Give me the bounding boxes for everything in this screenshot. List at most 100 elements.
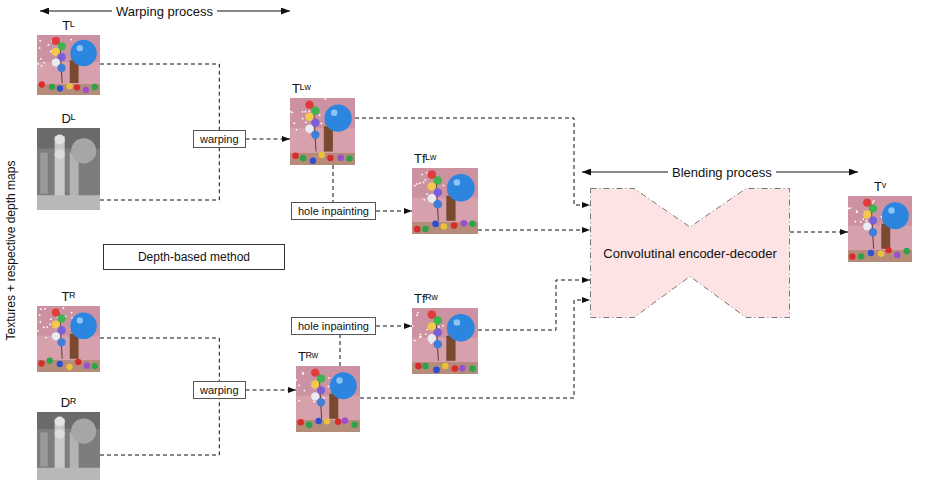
floor-ball — [451, 222, 458, 229]
floor-ball — [310, 158, 317, 165]
encoder-text: Convolutinal encoder-decoder — [603, 246, 776, 261]
floor-ball — [327, 155, 334, 162]
sparkle-dot — [848, 208, 850, 210]
depth-column — [40, 153, 48, 194]
floor-ball — [92, 363, 98, 369]
balloon-highlight — [336, 377, 342, 383]
depth-ground — [37, 128, 100, 210]
floor-ball — [306, 422, 312, 428]
image-label: Tᴿ — [37, 290, 100, 304]
depth-column — [40, 432, 48, 466]
floor-ball — [57, 361, 63, 367]
texture-ground — [296, 366, 360, 432]
sparkle-dot — [421, 174, 423, 176]
balloon — [52, 320, 60, 328]
texture-picture — [290, 98, 355, 165]
sparkle-dot — [416, 314, 418, 316]
box-text: warping — [200, 132, 239, 146]
dashed-connector — [333, 165, 334, 202]
image-panel: Tfᴸʷ — [412, 168, 478, 234]
process-box: warping — [193, 130, 246, 148]
sparkle-dot — [298, 385, 300, 387]
big-blue-balloon — [324, 104, 351, 131]
sparkle-dot — [419, 333, 421, 335]
box-text: hole inpainting — [298, 319, 369, 333]
sparkle-dot — [328, 377, 330, 379]
floor-ball — [315, 418, 321, 424]
sparkle-dot — [420, 336, 422, 338]
floor-ball — [92, 84, 98, 90]
dashed-connector — [790, 232, 848, 233]
floor-ball — [894, 252, 900, 258]
floor-ball — [885, 247, 891, 253]
sparkle-dot — [40, 58, 42, 60]
figure-body — [70, 334, 79, 359]
floor-ball — [461, 220, 468, 227]
floor-ball — [83, 87, 89, 93]
texture-picture — [37, 35, 100, 95]
sparkle-dot — [40, 308, 42, 310]
texture-ground — [37, 35, 100, 95]
big-blue-balloon — [447, 174, 475, 202]
texture-picture — [848, 196, 912, 262]
sparkle-dot — [293, 122, 295, 124]
floor-ball — [422, 226, 429, 233]
image-label: Dᴸ — [37, 112, 100, 126]
sparkle-dot — [48, 44, 50, 46]
floor-ball — [849, 253, 855, 259]
sparkle-dot — [304, 111, 306, 113]
balloon-highlight — [454, 319, 461, 326]
floor-ball — [433, 367, 440, 374]
sparkle-dot — [291, 112, 293, 114]
floor-ball — [415, 363, 422, 370]
texture-floor — [412, 222, 478, 234]
sparkle-dot — [414, 340, 416, 342]
floor-ball — [324, 418, 330, 424]
bowtie-shape — [591, 189, 790, 318]
dashed-connector — [100, 148, 219, 200]
image-label: Tᴸʷ — [292, 82, 311, 96]
sparkle-dot — [39, 47, 41, 49]
encoder-decoder-shape: Convolutinal encoder-decoder — [590, 188, 790, 318]
balloon — [317, 398, 325, 406]
image-panel: Tᴸʷ — [290, 98, 355, 165]
floor-ball — [335, 419, 341, 425]
image-label: Tᴸ — [37, 19, 100, 33]
sparkle-dot — [426, 193, 428, 195]
floor-ball — [459, 365, 466, 372]
balloon — [433, 340, 442, 349]
sparkle-dot — [849, 207, 851, 209]
image-label: Dᴿ — [37, 396, 100, 410]
process-span-label: Warping process — [112, 4, 217, 19]
floor-ball — [74, 84, 80, 90]
sparkle-dot — [71, 317, 73, 319]
dashed-connector — [360, 300, 590, 398]
texture-picture — [37, 306, 100, 372]
dashed-connector — [340, 335, 341, 366]
floor-ball — [469, 365, 476, 372]
balloon — [433, 200, 442, 209]
sparkle-dot — [39, 321, 41, 323]
image-panel: Dᴿ — [37, 412, 100, 480]
big-blue-balloon — [447, 314, 475, 342]
dashed-connector — [376, 326, 412, 327]
balloon — [57, 314, 65, 322]
balloon — [311, 131, 319, 139]
process-box: warping — [193, 381, 246, 399]
floor-ball — [298, 419, 304, 425]
sparkle-dot — [43, 326, 45, 328]
floor-ball — [292, 152, 299, 159]
floor-ball — [49, 84, 55, 90]
image-panel: Tᴿ — [37, 306, 100, 372]
image-label: Tfᴸʷ — [414, 152, 436, 166]
sparkle-dot — [412, 325, 414, 327]
sparkle-dot — [49, 323, 51, 325]
method-box: Depth-based method — [103, 244, 285, 270]
floor-ball — [414, 226, 421, 233]
floor-ball — [38, 360, 44, 366]
big-blue-balloon — [882, 202, 909, 229]
texture-ground — [412, 168, 478, 234]
sparkle-dot — [860, 221, 862, 223]
depth-blob — [71, 138, 96, 163]
